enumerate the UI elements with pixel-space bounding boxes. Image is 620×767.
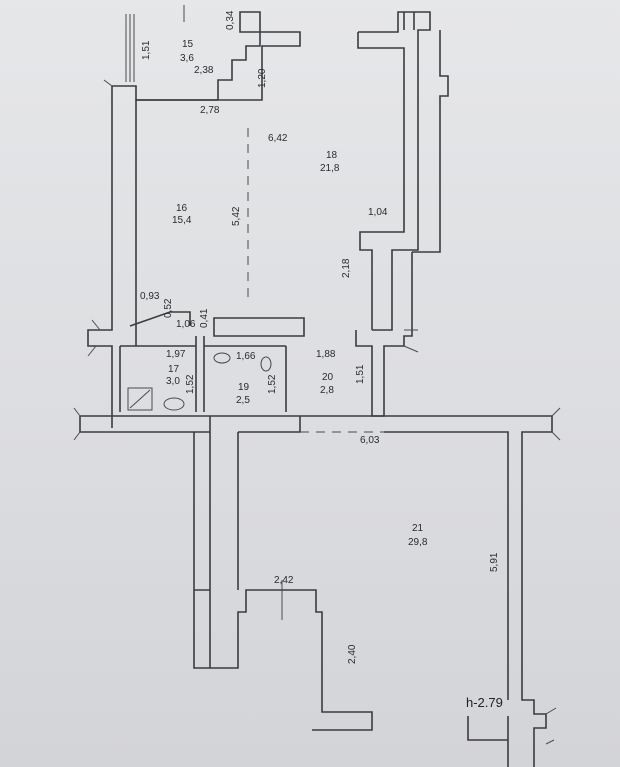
dim-2-42: 2,42 [274,575,294,586]
room-15-number: 15 [182,39,194,50]
room-21-area: 29,8 [408,537,428,548]
room-19-area: 2,5 [236,395,250,406]
dim-0-41: 0,41 [199,308,210,328]
dim-2-78: 2,78 [200,105,220,116]
room-18-number: 18 [326,150,338,161]
dim-2-40: 2,40 [347,644,358,664]
dim-1-52-a: 1,52 [185,374,196,394]
dim-1-51-top: 1,51 [141,40,152,60]
room-21-number: 21 [412,523,424,534]
room-16-number: 16 [176,203,188,214]
dim-1-51-mid: 1,51 [355,364,366,384]
dim-2-38: 2,38 [194,65,214,76]
dim-5-91: 5,91 [489,552,500,572]
dim-1-06: 1,06 [176,319,196,330]
window-hatch-left [125,5,185,82]
dim-0-34: 0,34 [225,10,236,30]
lower-column [209,432,373,731]
closet-wall [129,311,191,327]
room-20-area: 2,8 [320,385,334,396]
bathroom-walls [213,317,305,337]
dim-6-42: 6,42 [268,133,288,144]
dim-2-18: 2,18 [341,258,352,278]
room-16-area: 15,4 [172,215,192,226]
dim-5-42: 5,42 [231,206,242,226]
dim-1-66: 1,66 [236,351,256,362]
dim-1-04: 1,04 [368,207,388,218]
room-17-area: 3,0 [166,376,180,387]
dim-1-20: 1,20 [257,68,268,88]
room-20-number: 20 [322,372,334,383]
room-18-area: 21,8 [320,163,340,174]
right-wall-upper [358,11,431,331]
dim-1-97: 1,97 [166,349,186,360]
dim-6-03: 6,03 [360,435,380,446]
dim-1-88: 1,88 [316,349,336,360]
height-mark: h-2.79 [466,695,503,710]
dim-0-93: 0,93 [140,291,160,302]
room-15-area: 3,6 [180,53,194,64]
dim-1-52-b: 1,52 [267,374,278,394]
dim-0-52: 0,52 [163,298,174,318]
room-19-number: 19 [238,382,250,393]
room-17-number: 17 [168,364,180,375]
